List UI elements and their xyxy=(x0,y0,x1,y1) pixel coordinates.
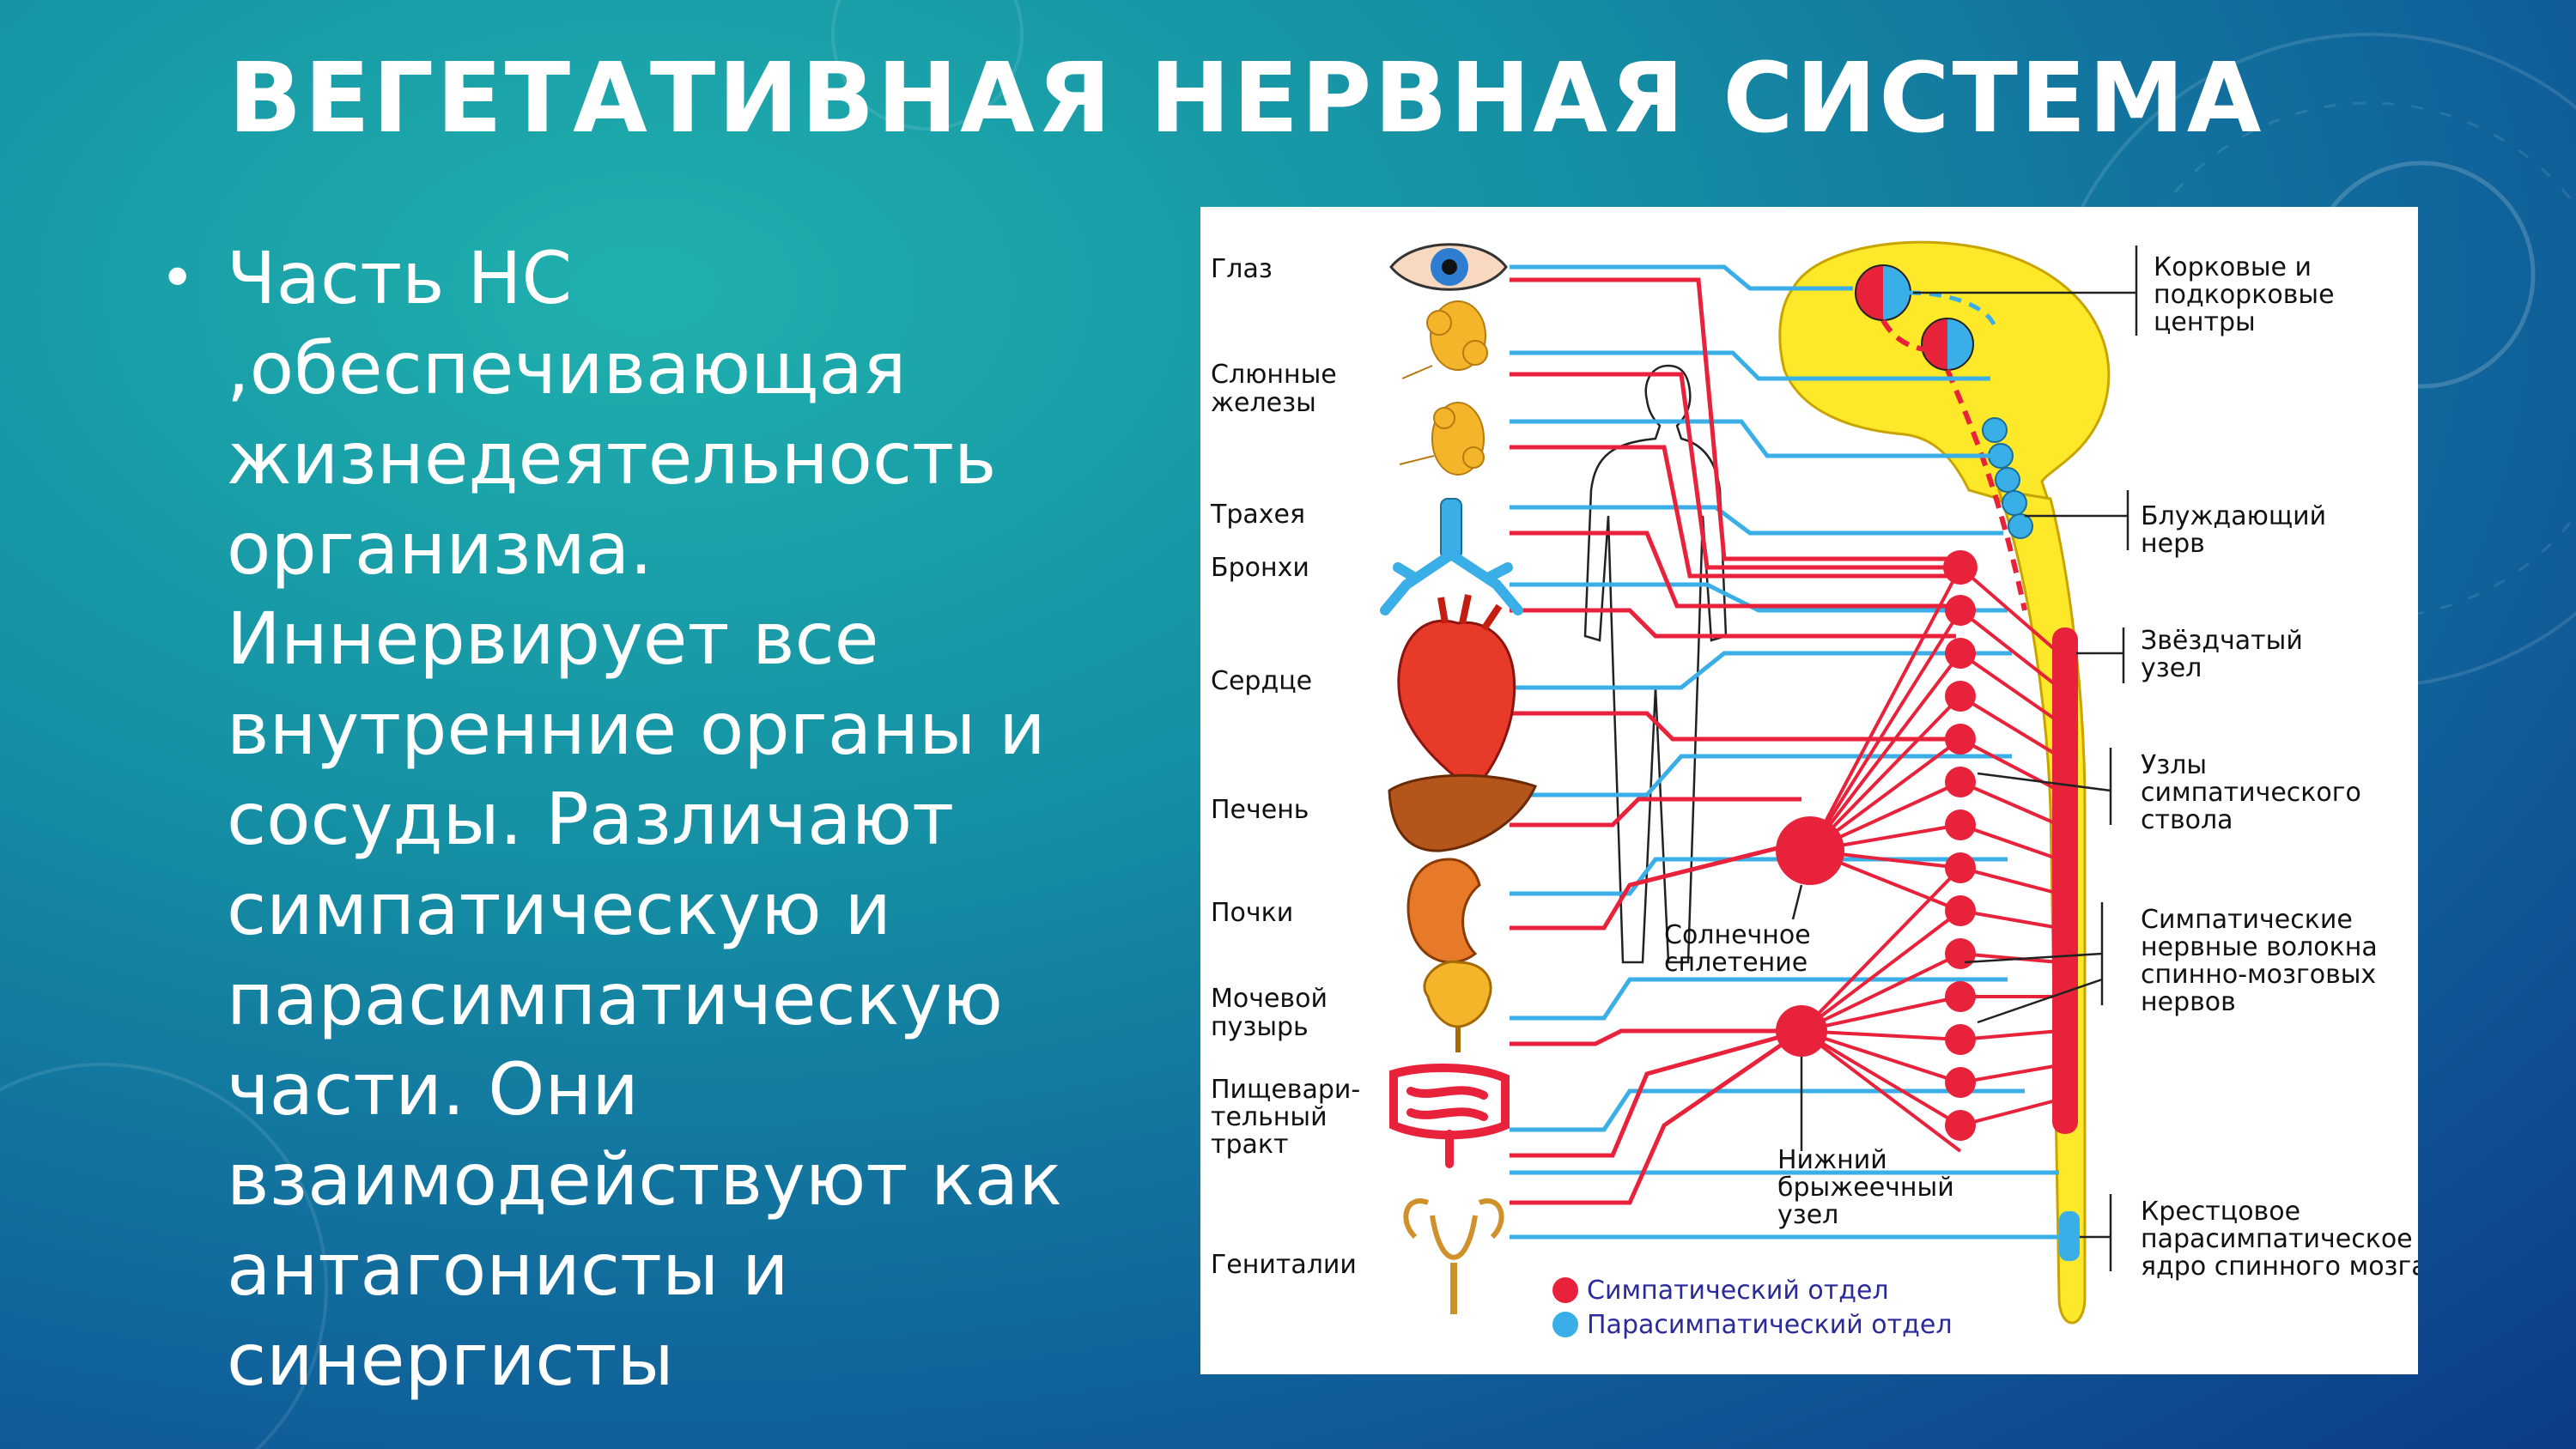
organ-label-digestive-2: тельный xyxy=(1211,1102,1327,1132)
annotation-cortical-2: подкорковые xyxy=(2154,280,2335,310)
solar-plexus-node xyxy=(1776,567,1962,912)
annotation-mesenteric-1: Нижний xyxy=(1777,1145,1887,1175)
organ-label-genitals: Гениталии xyxy=(1211,1250,1357,1280)
annotation-trunk-1: Узлы xyxy=(2141,750,2207,780)
annotation-trunk-2: симпатического xyxy=(2141,778,2361,808)
annotation-fibers-2: нервные волокна xyxy=(2141,932,2378,962)
annotation-trunk-3: ствола xyxy=(2141,805,2233,835)
organ-label-eye: Глаз xyxy=(1211,254,1273,284)
annotation-mesenteric-3: узел xyxy=(1777,1200,1838,1230)
organ-label-bronchi: Бронхи xyxy=(1211,553,1309,583)
organ-label-salivary: Слюнные xyxy=(1211,360,1337,390)
digestive-tract-icon xyxy=(1389,1064,1510,1168)
human-silhouette xyxy=(1583,364,1728,964)
sympathetic-trunk-ganglia xyxy=(1943,550,1978,1141)
genitals-icon xyxy=(1403,1198,1504,1314)
mesenteric-node xyxy=(1776,866,1962,1153)
legend-parasympathetic-swatch xyxy=(1552,1312,1578,1337)
salivary-gland-2-icon xyxy=(1399,402,1485,476)
organ-label-heart: Сердце xyxy=(1211,666,1312,696)
salivary-gland-icon xyxy=(1401,300,1488,379)
annotation-vagus-1: Блуждающий xyxy=(2141,501,2326,531)
cortical-center-1 xyxy=(1855,264,1911,321)
legend-sympathetic-swatch xyxy=(1552,1277,1578,1303)
annotation-fibers-1: Симпатические xyxy=(2141,905,2353,935)
legend-sympathetic-label: Симпатический отдел xyxy=(1587,1276,1889,1306)
trachea-bronchi-icon xyxy=(1380,498,1523,615)
annotation-fibers-3: спинно-мозговых xyxy=(2141,960,2376,990)
bullet-text: Часть НС ,обеспечивающая жизнедеятельнос… xyxy=(227,236,1062,1402)
annotation-mesenteric-2: брыжеечный xyxy=(1777,1173,1954,1203)
heart-icon xyxy=(1397,594,1516,792)
annotation-pointers xyxy=(1791,246,2138,1271)
annotation-sacral-3: ядро спинного мозга xyxy=(2141,1252,2418,1282)
liver-icon xyxy=(1388,773,1538,852)
annotation-solar-plexus-1: Солнечное xyxy=(1664,920,1811,950)
legend: Симпатический отдел Парасимпатический от… xyxy=(1552,1276,1953,1340)
annotation-vagus-2: нерв xyxy=(2141,529,2205,559)
annotation-cortical-1: Корковые и xyxy=(2154,252,2312,282)
annotation-solar-plexus-2: сплетение xyxy=(1664,948,1807,978)
bullet-item: • Часть НС ,обеспечивающая жизнедеятельн… xyxy=(156,233,1144,1405)
organ-label-salivary-2: железы xyxy=(1211,388,1316,418)
organ-label-liver: Печень xyxy=(1211,795,1309,825)
annotation-sacral-2: парасимпатическое xyxy=(2141,1224,2413,1254)
sympathetic-pathways xyxy=(1510,277,1956,1205)
trunk-to-cord-links xyxy=(1959,566,2061,1127)
cortical-center-2 xyxy=(1921,318,1974,371)
annotation-sacral-1: Крестцовое xyxy=(2141,1197,2300,1227)
organ-label-bladder-2: пузырь xyxy=(1211,1012,1309,1042)
sacral-nucleus xyxy=(2059,1211,2080,1261)
bullet-list: • Часть НС ,обеспечивающая жизнедеятельн… xyxy=(156,233,1144,1405)
slide-title: ВЕГЕТАТИВНАЯ НЕРВНАЯ СИСТЕМА xyxy=(228,43,2264,155)
annotation-cortical-3: центры xyxy=(2154,307,2256,337)
kidney-icon xyxy=(1406,858,1481,964)
annotation-fibers-4: нервов xyxy=(2141,987,2236,1017)
annotation-stellate-1: Звёздчатый xyxy=(2141,626,2303,656)
annotation-stellate-2: узел xyxy=(2141,653,2202,683)
nervous-system-diagram: Глаз Слюнные железы Трахея Бронхи Сердце… xyxy=(1200,207,2418,1374)
eye-icon xyxy=(1389,243,1508,291)
legend-parasympathetic-label: Парасимпатический отдел xyxy=(1587,1310,1953,1340)
bladder-icon xyxy=(1423,960,1492,1052)
organ-label-kidneys: Почки xyxy=(1211,898,1293,928)
organ-label-digestive-3: тракт xyxy=(1211,1130,1289,1160)
organ-label-digestive: Пищевари- xyxy=(1211,1075,1360,1105)
bullet-dot-icon: • xyxy=(160,243,196,313)
organ-label-trachea: Трахея xyxy=(1210,500,1305,530)
sympathetic-column xyxy=(2052,627,2078,1134)
vagus-nuclei xyxy=(1982,417,2033,539)
organ-label-bladder: Мочевой xyxy=(1211,984,1327,1014)
parasympathetic-pathways xyxy=(1510,264,2059,1240)
